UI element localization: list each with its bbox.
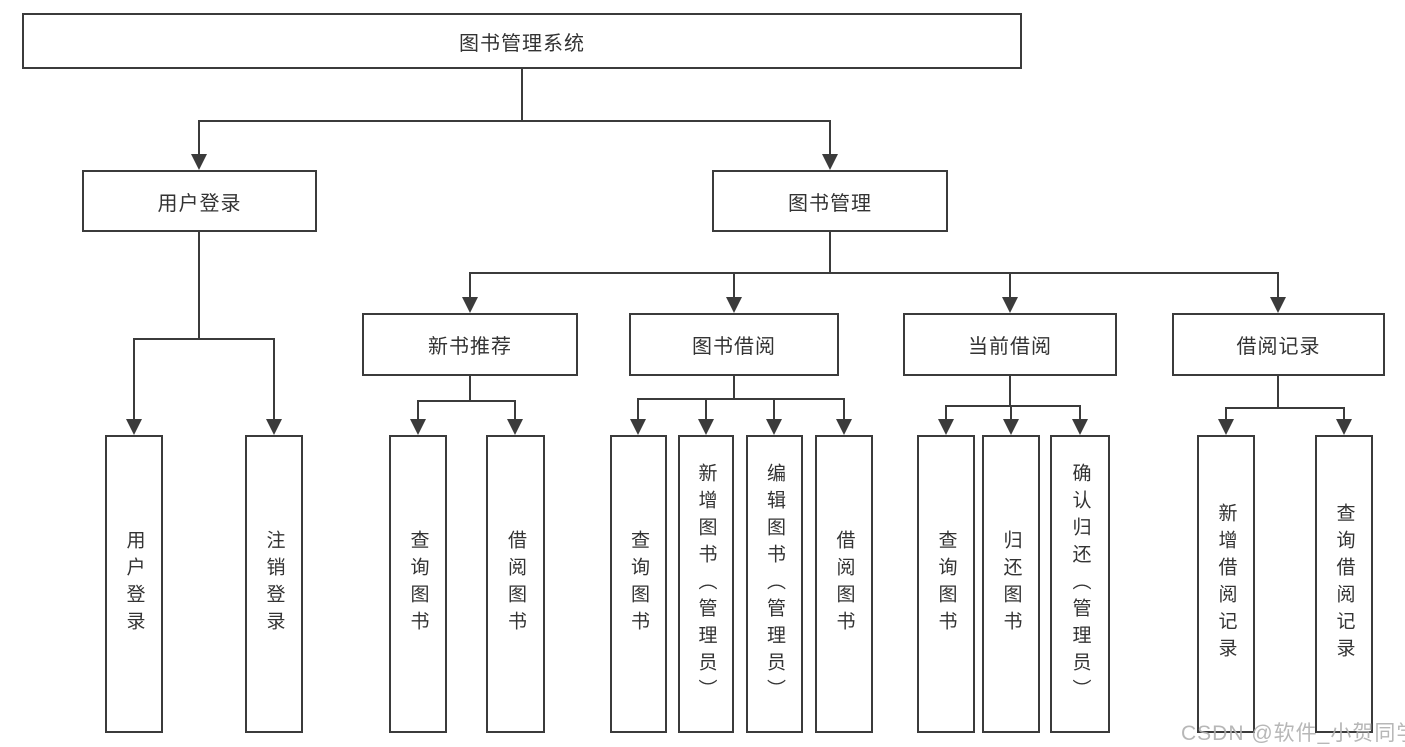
node-label: 图书管理 <box>788 192 872 215</box>
connector-line <box>198 120 830 122</box>
arrow-down-icon <box>766 419 782 435</box>
node-query-books: 查询图书 <box>610 435 667 733</box>
connector-line <box>417 400 419 422</box>
node-user-login-leaf: 用户登录 <box>105 435 163 733</box>
arrow-down-icon <box>1336 419 1352 435</box>
connector-line <box>514 400 516 422</box>
node-label: 归还图书 <box>1000 530 1022 638</box>
connector-line <box>1010 405 1012 422</box>
connector-line <box>133 338 135 420</box>
node-return-books: 归还图书 <box>982 435 1040 733</box>
connector-line <box>273 338 275 420</box>
arrow-down-icon <box>1002 297 1018 313</box>
arrow-down-icon <box>266 419 282 435</box>
node-add-books-admin: 新增图书（管理员） <box>678 435 734 733</box>
node-label: 借阅图书 <box>505 530 526 638</box>
node-logout: 注销登录 <box>245 435 303 733</box>
connector-line <box>733 272 735 298</box>
connector-line <box>733 376 735 398</box>
connector-line <box>829 120 831 156</box>
arrow-down-icon <box>191 154 207 170</box>
arrow-down-icon <box>630 419 646 435</box>
arrow-down-icon <box>126 419 142 435</box>
arrow-down-icon <box>726 297 742 313</box>
node-library-management-system: 图书管理系统 <box>22 13 1022 69</box>
node-edit-books-admin: 编辑图书（管理员） <box>746 435 803 733</box>
arrow-down-icon <box>1003 419 1019 435</box>
node-book-borrowing: 图书借阅 <box>629 313 839 376</box>
connector-line <box>133 338 275 340</box>
arrow-down-icon <box>410 419 426 435</box>
connector-line <box>637 398 844 400</box>
node-book-management: 图书管理 <box>712 170 948 232</box>
node-label: 查询借阅记录 <box>1333 503 1355 665</box>
node-label: 新书推荐 <box>428 336 512 358</box>
node-label: 当前借阅 <box>968 336 1052 358</box>
node-label: 图书借阅 <box>692 336 776 358</box>
connector-line <box>1009 272 1011 298</box>
node-label: 查询图书 <box>935 530 957 638</box>
node-label: 确认归还（管理员） <box>1069 462 1091 706</box>
connector-line <box>469 376 471 400</box>
node-label: 新增图书（管理员） <box>695 462 717 706</box>
connector-line <box>1225 407 1345 409</box>
connector-line <box>1343 407 1345 422</box>
node-confirm-return-admin: 确认归还（管理员） <box>1050 435 1110 733</box>
arrow-down-icon <box>1218 419 1234 435</box>
connector-line <box>843 398 845 422</box>
connector-line <box>521 68 523 120</box>
node-label: 用户登录 <box>157 192 242 215</box>
connector-line <box>945 405 1080 407</box>
node-user-login: 用户登录 <box>82 170 317 232</box>
csdn-watermark: CSDN @软件_小贺同学 <box>1181 722 1405 745</box>
connector-line <box>637 398 639 422</box>
connector-line <box>1277 376 1279 407</box>
connector-line <box>1225 407 1227 422</box>
node-label: 编辑图书（管理员） <box>764 462 785 706</box>
connector-line <box>773 398 775 422</box>
arrow-down-icon <box>938 419 954 435</box>
connector-line <box>198 120 200 156</box>
node-query-books: 查询图书 <box>917 435 975 733</box>
arrow-down-icon <box>1270 297 1286 313</box>
node-borrow-books: 借阅图书 <box>815 435 873 733</box>
arrow-down-icon <box>1072 419 1088 435</box>
arrow-down-icon <box>462 297 478 313</box>
node-label: 借阅记录 <box>1236 336 1321 358</box>
connector-line <box>198 232 200 338</box>
node-borrow-books: 借阅图书 <box>486 435 545 733</box>
arrow-down-icon <box>836 419 852 435</box>
node-label: 图书管理系统 <box>459 32 585 55</box>
node-label: 借阅图书 <box>833 530 855 638</box>
arrow-down-icon <box>507 419 523 435</box>
node-borrowing-records: 借阅记录 <box>1172 313 1385 376</box>
node-label: 新增借阅记录 <box>1215 503 1237 665</box>
arrow-down-icon <box>698 419 714 435</box>
node-label: 注销登录 <box>263 530 285 638</box>
connector-line <box>469 272 471 298</box>
node-new-book-recommendation: 新书推荐 <box>362 313 578 376</box>
connector-line <box>1079 405 1081 422</box>
node-label: 查询图书 <box>628 530 649 638</box>
node-query-books: 查询图书 <box>389 435 447 733</box>
connector-line <box>1009 376 1011 405</box>
connector-line <box>469 272 1279 274</box>
connector-line <box>705 398 707 422</box>
node-query-borrow-record: 查询借阅记录 <box>1315 435 1373 733</box>
node-add-borrow-record: 新增借阅记录 <box>1197 435 1255 733</box>
node-label: 用户登录 <box>123 530 145 638</box>
connector-line <box>417 400 516 402</box>
node-current-borrowing: 当前借阅 <box>903 313 1117 376</box>
node-label: 查询图书 <box>407 530 429 638</box>
connector-line <box>1277 272 1279 298</box>
connector-line <box>829 232 831 272</box>
connector-line <box>945 405 947 422</box>
arrow-down-icon <box>822 154 838 170</box>
